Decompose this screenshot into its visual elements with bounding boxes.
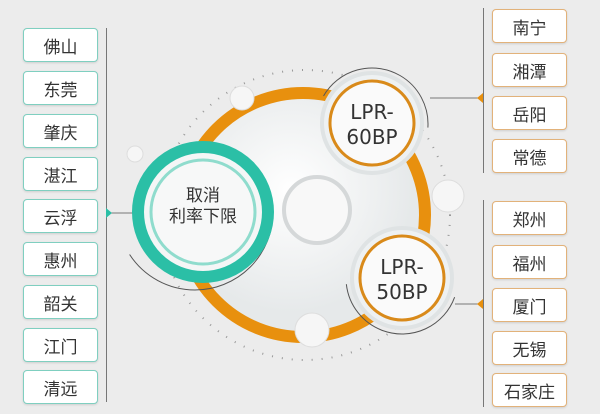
top-node-label: LPR- 60BP — [332, 100, 412, 150]
decor-bubble — [126, 145, 144, 163]
city-box: 无锡 — [492, 331, 567, 365]
city-box: 佛山 — [23, 28, 98, 62]
city-box: 石家庄 — [492, 373, 567, 407]
city-box: 福州 — [492, 245, 567, 279]
right-top-arrow-icon — [477, 93, 483, 103]
left-arrow-icon — [106, 208, 112, 218]
city-box: 湘潭 — [492, 53, 567, 87]
right-bottom-connector-line — [483, 200, 484, 407]
decor-bubble — [294, 312, 330, 348]
bottom-node-label: LPR- 50BP — [362, 255, 442, 305]
city-box: 常德 — [492, 139, 567, 173]
label-line: 利率下限 — [169, 207, 237, 228]
center-hub-circle — [282, 175, 352, 245]
decor-bubble — [431, 179, 465, 213]
label-line: 取消 — [186, 186, 220, 206]
label-line: LPR- — [380, 255, 424, 279]
label-line: LPR- — [350, 100, 394, 124]
city-box: 厦门 — [492, 288, 567, 322]
city-box: 清远 — [23, 370, 98, 404]
city-box: 南宁 — [492, 9, 567, 43]
dotted-ring — [159, 69, 451, 361]
city-box: 岳阳 — [492, 96, 567, 130]
city-box: 江门 — [23, 328, 98, 362]
city-box: 郑州 — [492, 201, 567, 235]
city-box: 东莞 — [23, 71, 98, 105]
city-box: 湛江 — [23, 157, 98, 191]
right-top-connector-line — [483, 8, 484, 173]
right-bottom-arrow-icon — [477, 299, 483, 309]
city-box: 韶关 — [23, 285, 98, 319]
label-line: 50BP — [376, 280, 428, 304]
decor-bubble — [229, 85, 255, 111]
city-box: 肇庆 — [23, 114, 98, 148]
city-box: 云浮 — [23, 199, 98, 233]
label-line: 60BP — [346, 125, 398, 149]
left-node-label: 取消 利率下限 — [150, 186, 256, 229]
city-box: 惠州 — [23, 242, 98, 276]
